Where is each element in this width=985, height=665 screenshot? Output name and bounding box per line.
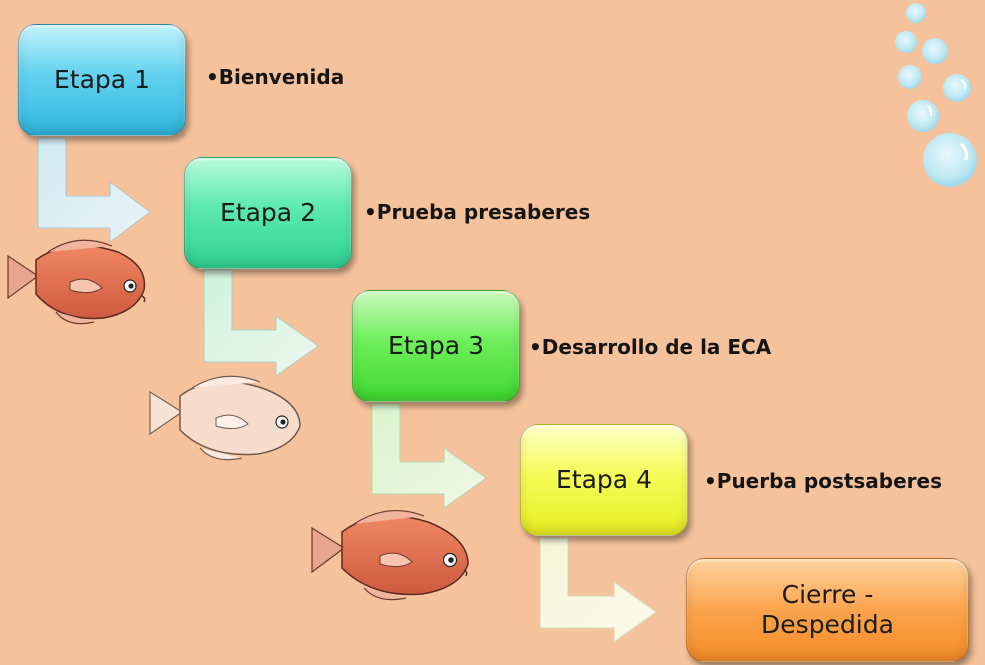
stage-3-label: Etapa 3 [388, 331, 484, 360]
stage-1-description: •Bienvenida [206, 65, 345, 89]
closing-stage-label: Cierre - Despedida [761, 580, 894, 639]
connector-arrow-4 [539, 537, 657, 643]
stage-2-label: Etapa 2 [220, 198, 316, 227]
stage-3-box: Etapa 3 [352, 290, 520, 402]
stage-4-label: Etapa 4 [556, 465, 652, 494]
stage-4-box: Etapa 4 [520, 424, 688, 536]
fish-icon [7, 239, 146, 325]
outline-fish-icon [149, 375, 301, 461]
stage-2-description: •Prueba presaberes [364, 200, 591, 224]
connector-arrow-3 [371, 403, 487, 509]
stage-1-box: Etapa 1 [18, 24, 186, 136]
stage-3-description: •Desarrollo de la ECA [529, 335, 772, 359]
closing-stage-box: Cierre - Despedida [686, 558, 969, 662]
stage-4-description: •Puerba postsaberes [704, 469, 943, 493]
fish-icon [311, 510, 469, 601]
bubbles-icon [895, 3, 977, 187]
stage-2-box: Etapa 2 [184, 157, 352, 269]
connector-arrow-2 [203, 269, 319, 377]
stage-1-label: Etapa 1 [54, 65, 150, 94]
connector-arrow-1 [37, 137, 151, 243]
